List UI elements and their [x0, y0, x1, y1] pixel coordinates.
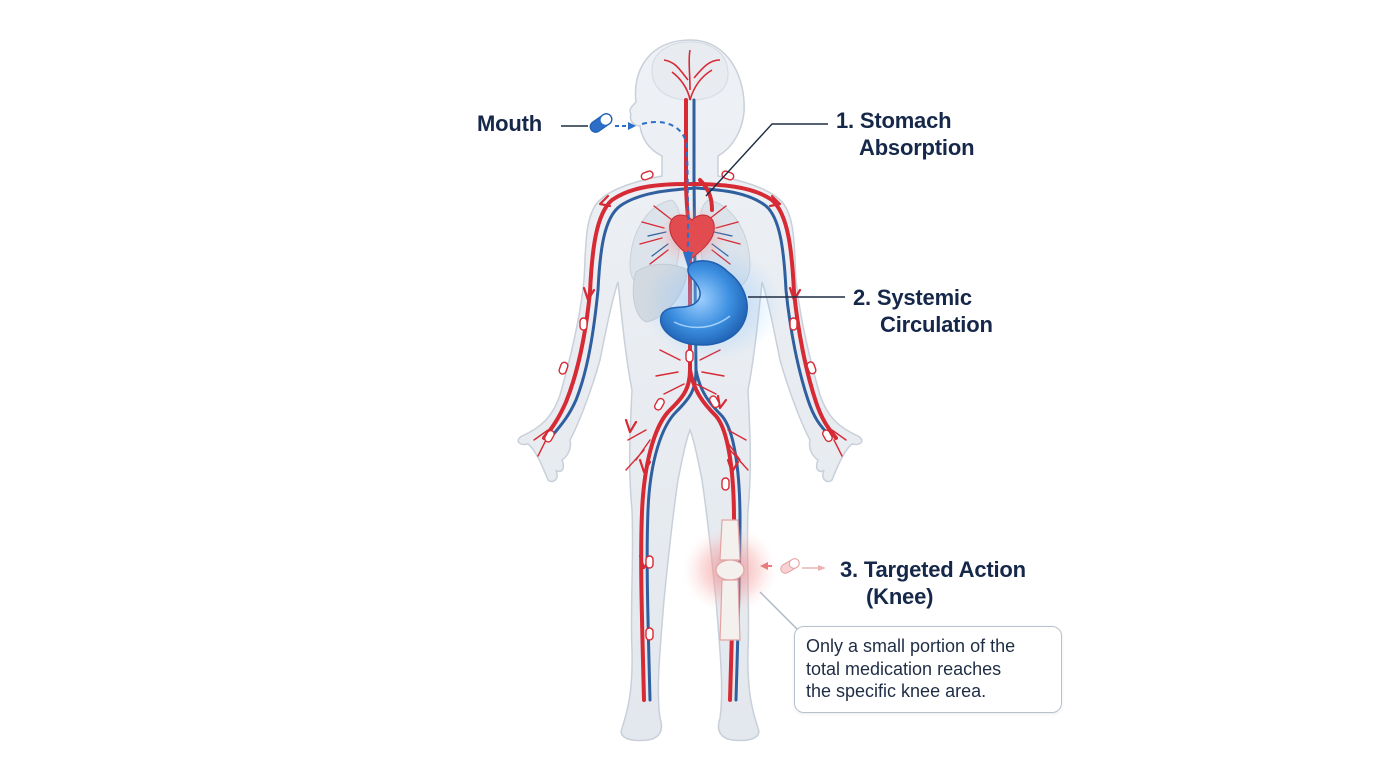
pill-pathway — [641, 121, 689, 261]
stomach-leader-line — [705, 123, 828, 197]
knee-icon — [715, 519, 745, 641]
stomach-label-line-1: 1. Stomach — [836, 108, 952, 133]
knee-pill-icon — [780, 558, 800, 574]
callout-line-3: the specific knee area. — [806, 681, 987, 701]
systemic-label-line-1: 2. Systemic — [853, 285, 972, 310]
stomach-label-line-2: Absorption — [859, 135, 975, 160]
knee-callout-box: Only a small portion of the total medica… — [794, 626, 1062, 713]
stomach-icon — [659, 260, 748, 346]
callout-line-2: total medication reaches — [806, 658, 1002, 679]
pill-icon — [589, 113, 613, 133]
mouth-pill-arrowhead — [628, 122, 636, 130]
targeted-label-line-2: (Knee) — [866, 584, 934, 609]
systemic-circulation-label: 2. Systemic Circulation — [853, 284, 993, 338]
callout-leader-line — [759, 591, 801, 633]
callout-line-1: Only a small portion of the — [806, 636, 1016, 656]
pill-pathway-arrowhead — [683, 252, 693, 268]
systemic-label-line-2: Circulation — [880, 312, 993, 337]
mouth-label: Mouth — [477, 110, 542, 137]
stomach-absorption-label: 1. Stomach Absorption — [836, 107, 975, 161]
brain-icon — [651, 41, 729, 101]
mouth-label-text: Mouth — [477, 111, 542, 136]
human-body-icon — [517, 39, 863, 742]
targeted-action-label: 3. Targeted Action (Knee) — [840, 556, 1026, 610]
targeted-label-line-1: 3. Targeted Action — [840, 557, 1026, 582]
